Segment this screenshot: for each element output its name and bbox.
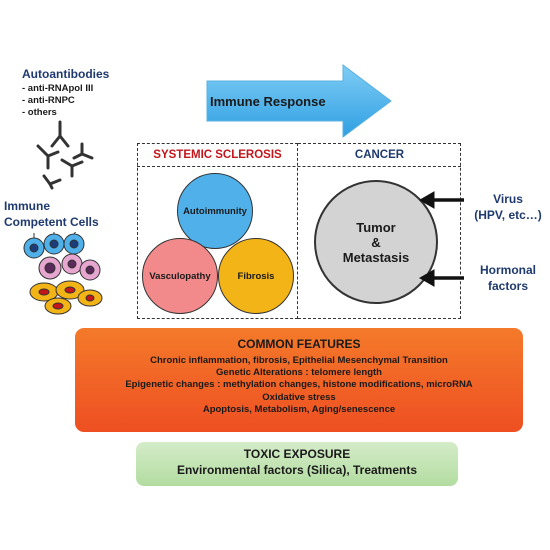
- toxic-exposure-box: TOXIC EXPOSURE Environmental factors (Si…: [136, 442, 458, 486]
- virus-arrowhead-icon: [418, 191, 435, 209]
- tumor-ampersand: &: [371, 234, 381, 250]
- systemic-sclerosis-title: SYSTEMIC SCLEROSIS: [153, 149, 282, 161]
- autoantibodies-title: Autoantibodies: [22, 67, 110, 81]
- common-feature-item: Apoptosis, Metabolism, Aging/senescence: [202, 403, 396, 415]
- autoantibody-item: - others: [22, 107, 57, 118]
- tumor-label: Tumor: [356, 219, 396, 235]
- common-feature-item: Chronic inflammation, fibrosis, Epitheli…: [150, 355, 448, 366]
- systemic-sclerosis-box: [137, 143, 298, 319]
- common-feature-item: Epigenetic changes : methylation changes…: [125, 379, 473, 391]
- antibodies-icon: [36, 120, 94, 190]
- autoantibody-item: - anti-RNPC: [22, 95, 75, 106]
- immune-cells-title: Immune Competent Cells: [4, 199, 99, 229]
- toxic-exposure-title: TOXIC EXPOSURE: [243, 447, 351, 461]
- virus-label: Virus (HPV, etc…): [466, 191, 550, 223]
- factor-arrows: [418, 191, 464, 287]
- common-features-title: COMMON FEATURES: [237, 337, 361, 351]
- vasculopathy-circle: Vasculopathy: [142, 238, 218, 314]
- hormonal-label-line2: factors: [487, 279, 528, 293]
- common-features-list: Chronic inflammation, fibrosis, Epitheli…: [75, 355, 523, 416]
- virus-label-line2: (HPV, etc…): [474, 208, 542, 222]
- immune-response-label: Immune Response: [210, 94, 326, 109]
- fibrosis-circle: Fibrosis: [218, 238, 294, 314]
- cancer-title: CANCER: [354, 149, 405, 161]
- virus-label-line1: Virus: [493, 192, 523, 206]
- metastasis-label: Metastasis: [342, 249, 410, 265]
- common-features-box: COMMON FEATURES Chronic inflammation, fi…: [75, 328, 523, 432]
- autoantibodies-list: - anti-RNApol III - anti-RNPC - others: [22, 83, 93, 119]
- vasculopathy-label: Vasculopathy: [149, 270, 211, 282]
- common-feature-item: Oxidative stress: [262, 391, 336, 403]
- fibrosis-label: Fibrosis: [237, 270, 275, 282]
- common-feature-item: Genetic Alterations : telomere length: [216, 367, 382, 379]
- immune-cells-icon: [23, 232, 103, 315]
- tumor-metastasis-circle: Tumor & Metastasis: [314, 180, 438, 304]
- cancer-box: [298, 143, 461, 319]
- hormonal-factors-label: Hormonal factors: [466, 262, 550, 294]
- autoantibody-item: - anti-RNApol III: [22, 83, 94, 94]
- immune-response-arrow: [206, 64, 392, 138]
- autoimmunity-circle: Autoimmunity: [177, 173, 253, 249]
- toxic-exposure-subtitle: Environmental factors (Silica), Treatmen…: [176, 463, 418, 477]
- autoimmunity-label: Autoimmunity: [183, 205, 247, 217]
- box-header-divider: [137, 166, 461, 167]
- hormonal-label-line1: Hormonal: [479, 263, 536, 277]
- hormonal-arrowhead-icon: [418, 269, 435, 287]
